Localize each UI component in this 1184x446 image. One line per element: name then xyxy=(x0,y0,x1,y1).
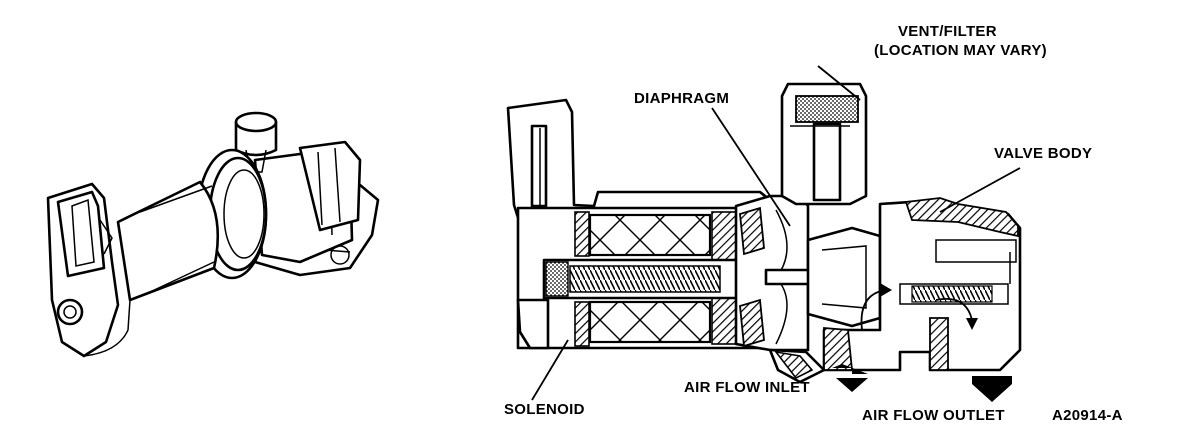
solenoid-leader xyxy=(531,339,569,401)
external-valve-illustration xyxy=(46,111,380,358)
valve-body-leader xyxy=(939,167,1021,213)
vent-filter-label: VENT/FILTER xyxy=(898,23,997,40)
air-flow-inlet-label: AIR FLOW INLET xyxy=(684,379,810,396)
flow-arrows xyxy=(832,364,1012,402)
air-flow-outlet-label: AIR FLOW OUTLET xyxy=(862,407,1005,424)
vent-location-note: (LOCATION MAY VARY) xyxy=(874,42,1047,59)
inlet-arrow xyxy=(832,364,868,392)
diaphragm-leader xyxy=(711,107,791,227)
diaphragm-label: DIAPHRAGM xyxy=(634,90,729,107)
cross-section-illustration xyxy=(506,82,1022,384)
vent-filter-leader xyxy=(817,65,861,101)
leader-lines xyxy=(531,65,1021,401)
valve-body-label: VALVE BODY xyxy=(994,145,1092,162)
labels: VENT/FILTER (LOCATION MAY VARY) DIAPHRAG… xyxy=(504,23,1123,424)
solenoid-label: SOLENOID xyxy=(504,401,585,418)
figure-id-label: A20914-A xyxy=(1052,407,1123,424)
outlet-arrow xyxy=(972,376,1012,402)
